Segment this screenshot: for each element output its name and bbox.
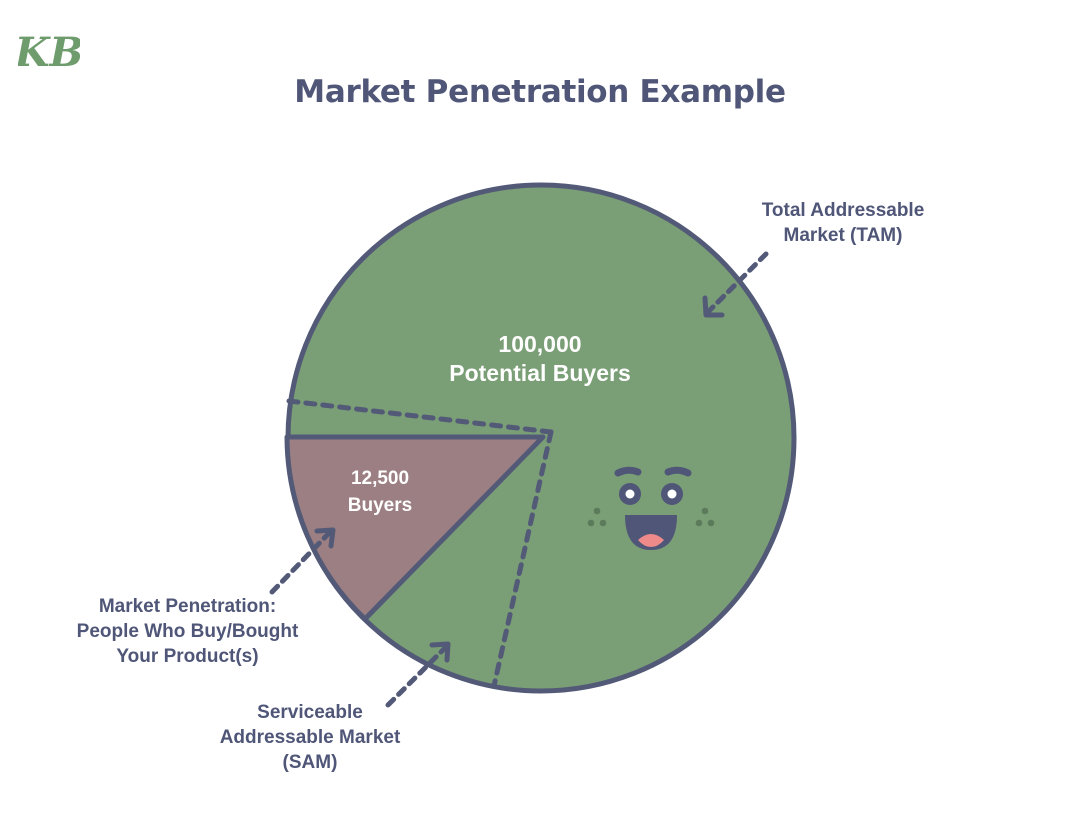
penetration-count-unit: Buyers bbox=[347, 495, 413, 516]
tam-count-unit: Potential Buyers bbox=[449, 360, 631, 386]
tongue bbox=[638, 534, 664, 547]
penetration-label: Market Penetration: People Who Buy/Bough… bbox=[76, 596, 299, 667]
sam-arrow-icon bbox=[385, 641, 451, 708]
tam-arrow-icon bbox=[702, 251, 769, 318]
mouth bbox=[625, 515, 677, 550]
page-title: Market Penetration Example bbox=[294, 74, 786, 110]
tam-label: Total Addressable Market (TAM) bbox=[761, 200, 925, 246]
tam-count-value: 100,000 bbox=[498, 331, 582, 357]
right-eyebrow bbox=[664, 466, 692, 477]
tam-count: 100,000 Potential Buyers bbox=[400, 330, 680, 388]
sam-boundary bbox=[286, 398, 554, 689]
cheek-dots bbox=[587, 507, 715, 527]
sam-label: Serviceable Addressable Market (SAM) bbox=[219, 702, 401, 773]
logo-text: KB bbox=[18, 29, 80, 74]
penetration-count: 12,500 Buyers bbox=[300, 465, 460, 519]
smiling-face-icon bbox=[587, 466, 715, 550]
penetration-arrow-icon bbox=[269, 527, 336, 595]
kb-logo: KB bbox=[18, 29, 80, 74]
left-eyebrow bbox=[614, 466, 642, 477]
penetration-count-value: 12,500 bbox=[350, 468, 410, 489]
